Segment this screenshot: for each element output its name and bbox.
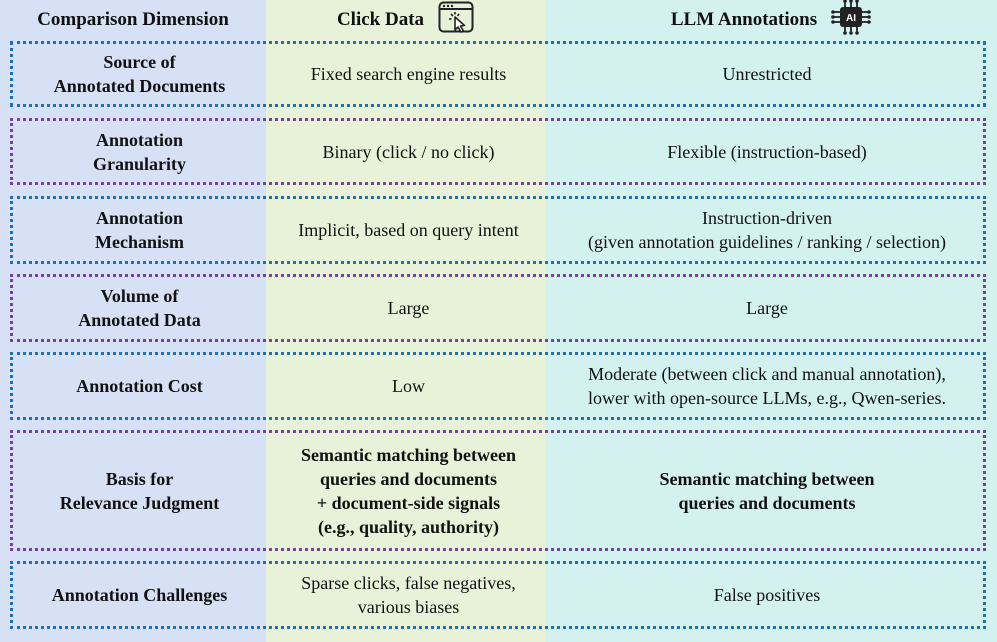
- llm-annotations-cell: False positives: [713, 585, 821, 605]
- header-comparison-dimension: Comparison Dimension: [37, 9, 229, 30]
- llm-annotations-cell: Moderate (between click and manual annot…: [588, 364, 946, 408]
- table-row: Volume of Annotated Data Large Large: [10, 274, 986, 342]
- click-data-cell: Implicit, based on query intent: [298, 220, 519, 240]
- dimension-cell: Volume of Annotated Data: [78, 286, 201, 330]
- dimension-cell: Basis for Relevance Judgment: [59, 468, 220, 513]
- click-data-cell: Binary (click / no click): [322, 141, 495, 162]
- table-row: Annotation Granularity Binary (click / n…: [10, 118, 986, 185]
- ai-chip-icon: AI: [831, 0, 871, 41]
- header-llm-annotations: LLM Annotations AI: [545, 0, 997, 40]
- dimension-column-bg: [0, 0, 266, 642]
- table-row: Basis for Relevance Judgment Semantic ma…: [10, 430, 986, 551]
- llm-annotations-cell: Instruction-driven (given annotation gui…: [588, 208, 946, 252]
- table-row: Source of Annotated Documents Fixed sear…: [10, 41, 986, 107]
- click-data-cell: Semantic matching between queries and do…: [301, 444, 516, 537]
- click-data-cell: Fixed search engine results: [310, 64, 507, 84]
- table-row: Annotation Challenges Sparse clicks, fal…: [10, 561, 986, 629]
- svg-text:AI: AI: [846, 13, 856, 24]
- click-data-cell: Low: [392, 376, 425, 396]
- browser-click-icon: [438, 1, 474, 39]
- dimension-cell: Annotation Granularity: [93, 129, 186, 174]
- llm-annotations-cell: Large: [746, 298, 788, 318]
- llm-annotations-cell: Unrestricted: [722, 64, 812, 84]
- table-row: Annotation Cost Low Moderate (between cl…: [10, 352, 986, 420]
- click-data-cell: Sparse clicks, false negatives, various …: [301, 573, 516, 617]
- dimension-cell: Source of Annotated Documents: [53, 52, 226, 96]
- llm-annotations-cell: Semantic matching between queries and do…: [659, 468, 875, 513]
- llm-annotations-column-bg: [545, 0, 997, 642]
- dimension-cell: Annotation Cost: [76, 376, 203, 396]
- click-data-column-bg: [266, 0, 545, 642]
- header-click-data: Click Data: [266, 0, 545, 40]
- table-row: Annotation Mechanism Implicit, based on …: [10, 196, 986, 264]
- click-data-cell: Large: [387, 298, 430, 318]
- dimension-cell: Annotation Challenges: [51, 585, 228, 605]
- dimension-cell: Annotation Mechanism: [95, 208, 184, 252]
- llm-annotations-cell: Flexible (instruction-based): [667, 141, 867, 162]
